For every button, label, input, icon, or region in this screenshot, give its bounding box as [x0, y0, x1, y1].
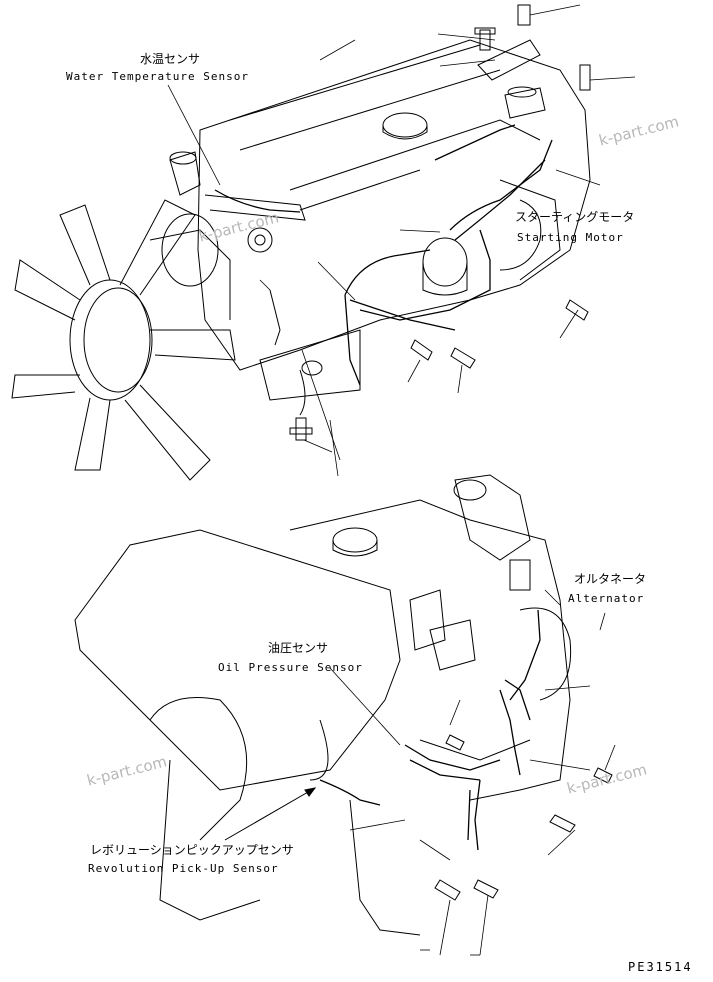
lower-leader-lines	[224, 589, 616, 956]
oil-pressure-label-jp: 油圧センサ	[268, 641, 329, 655]
upper-engine-block	[197, 39, 591, 416]
upper-bolts	[289, 4, 591, 441]
water-temp-label-jp: 水温センサ	[140, 52, 201, 66]
water-temp-label-en: Water Temperature Sensor	[66, 70, 249, 83]
cooling-fan	[11, 199, 236, 481]
starting-motor-label-en: Starting Motor	[517, 231, 624, 244]
revolution-sensor-arrow	[304, 787, 317, 797]
lower-engine-block	[74, 474, 572, 936]
drawing-code: PE31514	[628, 960, 693, 974]
alternator-label-en: Alternator	[568, 592, 645, 605]
upper-wire-harness	[214, 124, 553, 386]
alternator-label-jp: オルタネータ	[574, 572, 647, 586]
thermostat-housing	[169, 151, 306, 346]
relay-bracket	[477, 39, 546, 119]
upper-leader-lines	[167, 4, 636, 477]
oil-pressure-label-en: Oil Pressure Sensor	[218, 661, 363, 674]
revolution-sensor-label-jp: レボリューションピックアップセンサ	[90, 843, 294, 857]
lower-wire-harness	[319, 609, 541, 851]
revolution-sensor-label-en: Revolution Pick-Up Sensor	[88, 862, 279, 875]
starting-motor-label-jp: スターティングモータ	[515, 210, 635, 224]
lower-bolts	[434, 734, 613, 901]
